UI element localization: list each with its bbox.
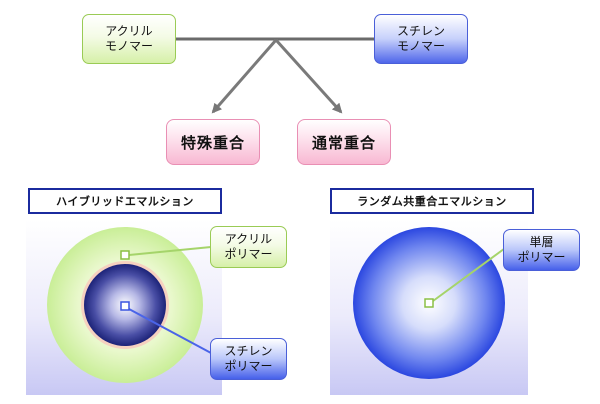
arrow-to-special — [211, 39, 278, 114]
acrylic-marker — [120, 250, 130, 260]
random-emulsion-header: ランダム共重合エマルション — [330, 188, 534, 214]
single-marker — [424, 298, 434, 308]
acrylic-polymer-label: アクリル ポリマー — [210, 226, 287, 268]
arrow-to-normal — [274, 38, 343, 114]
styrene-marker — [120, 301, 130, 311]
normal-polymerization-box: 通常重合 — [297, 119, 391, 165]
special-polymerization-box: 特殊重合 — [166, 119, 260, 165]
styrene-polymer-label: スチレン ポリマー — [210, 338, 287, 380]
styrene-monomer-box: スチレン モノマー — [374, 14, 468, 64]
hybrid-emulsion-header: ハイブリッドエマルション — [28, 188, 222, 214]
styrene-leader-line — [128, 308, 212, 354]
single-leader-line — [432, 245, 509, 302]
single-layer-polymer-label: 単層 ポリマー — [503, 229, 580, 271]
acrylic-leader-line — [128, 246, 212, 256]
acrylic-monomer-box: アクリル モノマー — [82, 14, 176, 64]
